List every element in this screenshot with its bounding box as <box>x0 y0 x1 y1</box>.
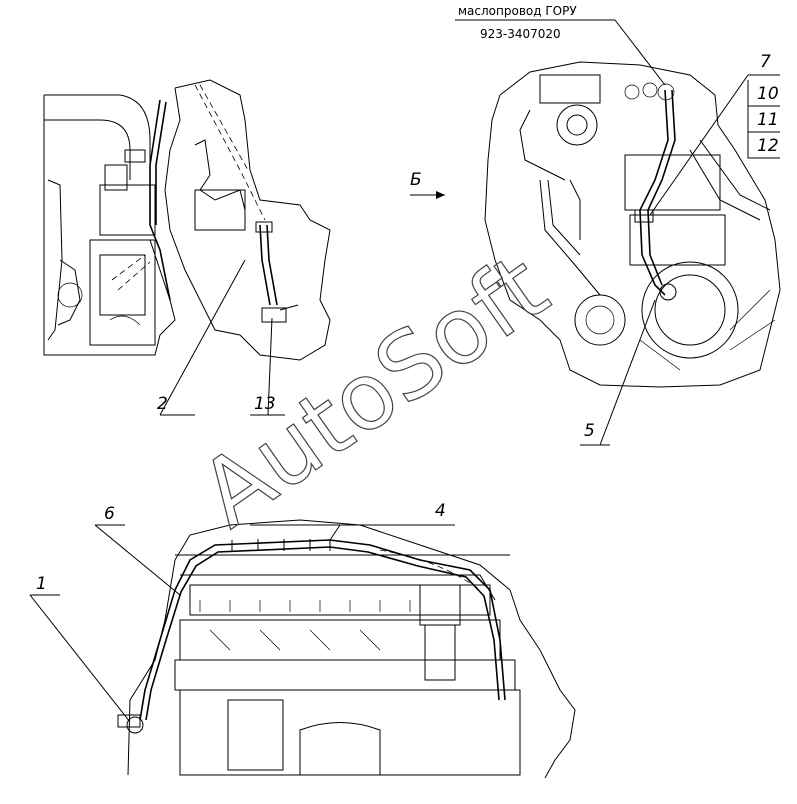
bottom-view <box>29 519 576 779</box>
header-note-part-number: 923-3407020 <box>480 27 561 41</box>
top-right-view <box>410 19 781 446</box>
callout-13: 13 <box>254 394 276 414</box>
callout-6: 6 <box>104 504 115 524</box>
callout-5: 5 <box>584 421 595 441</box>
watermark-text: AutoSoft <box>200 250 566 548</box>
callout-11: 11 <box>757 110 779 130</box>
callout-7: 7 <box>760 52 771 72</box>
header-note-title: маслопровод ГОРУ <box>458 4 577 18</box>
watermark: AutoSoft <box>200 250 567 549</box>
callout-1: 1 <box>36 574 47 594</box>
callout-4: 4 <box>435 501 446 521</box>
view-label-b: Б <box>410 170 422 190</box>
top-left-view <box>43 79 331 416</box>
callout-12: 12 <box>757 136 779 156</box>
callout-10: 10 <box>757 84 779 104</box>
callout-2: 2 <box>157 394 168 414</box>
